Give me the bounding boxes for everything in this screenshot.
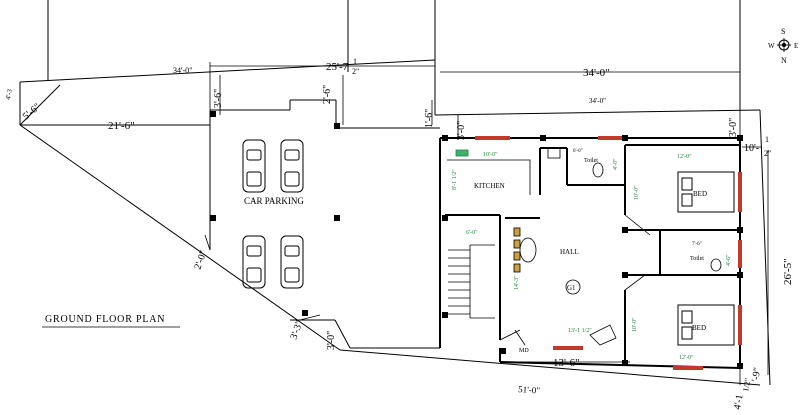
- dim-left-corner-a: 4'-3: [4, 88, 14, 100]
- sofa-icon: [589, 324, 617, 346]
- dim-top-span-num: 1: [353, 57, 357, 66]
- hall-width-note: 13'-1 1/2": [568, 328, 592, 334]
- toilet1-width-note: 6'-0": [573, 149, 583, 154]
- columns: [210, 111, 743, 369]
- dim-bottom-width: 13'-6": [553, 357, 580, 369]
- dim-top-span: 25'-7: [326, 61, 349, 73]
- hall-label: HALL: [560, 248, 579, 256]
- md-label: MD: [519, 348, 529, 354]
- dim-setback-e: 3'-0": [728, 118, 739, 137]
- car-icon: [280, 139, 304, 193]
- bed1-width-note: 12'-0": [677, 154, 692, 160]
- dim-right-edge-den: 2": [764, 149, 771, 158]
- car-parking-area: [209, 99, 440, 349]
- dim-right-top-main: 34'-0": [583, 67, 610, 79]
- door-swings: [499, 214, 651, 346]
- car-parking-label: CAR PARKING: [244, 196, 304, 206]
- dim-setback-c: 1'-6": [424, 109, 435, 128]
- car-icon: [242, 235, 266, 289]
- kitchen-counter: [447, 147, 561, 195]
- toilet-icon: [592, 162, 722, 272]
- toilet2-width-note: 7'-6": [692, 242, 702, 247]
- dim-top-span-den: 2": [352, 67, 359, 76]
- dim-diag-a: 2'-0": [192, 249, 209, 271]
- dim-right-edge-main: 10'-: [744, 143, 759, 154]
- dim-left-corner-b: 5'-6": [21, 102, 43, 123]
- car-icon: [280, 235, 304, 289]
- bed-label-1: BED: [693, 190, 707, 198]
- hall-height-note: 14'-3": [514, 275, 520, 290]
- dim-setback-d: 3'-0": [456, 121, 467, 140]
- compass: S W E N: [768, 27, 798, 65]
- g1-label: G1: [567, 284, 576, 292]
- dim-right-top-sub: 34'-0": [589, 97, 606, 105]
- bed-label-2: BED: [692, 324, 706, 332]
- dimension-lines: [50, 62, 769, 385]
- bed1-height-note: 10'-0": [634, 185, 640, 200]
- dim-setback-a: 3'-6": [213, 89, 224, 108]
- compass-east: E: [794, 42, 798, 50]
- dim-right-edge-num: 1: [765, 135, 769, 144]
- staircase: [448, 244, 495, 319]
- kitchen-width-note: 10'-0": [483, 152, 498, 158]
- dim-bottom-total: 51'-0": [518, 384, 541, 396]
- kitchen-label: KITCHEN: [474, 182, 505, 190]
- toilet2-height-note: 4'-6": [726, 254, 732, 266]
- bed-icon: [677, 171, 735, 213]
- dim-diag-b: 3'-3": [288, 319, 305, 341]
- car-icon: [242, 139, 266, 193]
- bed2-width-note: 12'-0": [679, 355, 694, 361]
- dim-left-width: 21'-6": [108, 120, 135, 132]
- dim-diag-c: 3'-0": [326, 331, 337, 350]
- dim-setback-b: 2'-6": [322, 85, 333, 104]
- toilet-label-1: Toilet: [584, 158, 598, 164]
- dim-plot-top-left: 34'-0": [173, 66, 192, 75]
- compass-north: N: [781, 56, 787, 65]
- bed-icon: [677, 304, 735, 346]
- stair-width-note: 6'-0": [466, 230, 478, 236]
- windows: [475, 136, 742, 370]
- toilet-label-2: Toilet: [690, 256, 704, 262]
- toilet1-height-note: 4'-0": [613, 158, 619, 170]
- kitchen-height-note: 8'-1 1/2": [452, 169, 458, 190]
- dining-table-icon: [513, 227, 537, 273]
- compass-south: S: [781, 27, 785, 36]
- dim-bottom-right-b: '-9": [750, 367, 763, 383]
- compass-west: W: [768, 42, 775, 50]
- dim-right-depth: 26'-5": [782, 258, 794, 285]
- g1-marker: [565, 279, 581, 295]
- dim-bottom-right-frac: 1/2": [741, 377, 752, 392]
- dim-bottom-right-a: 4'-1: [732, 394, 745, 411]
- plan-title: GROUND FLOOR PLAN: [45, 314, 165, 325]
- bed2-height-note: 10'-0": [632, 317, 638, 332]
